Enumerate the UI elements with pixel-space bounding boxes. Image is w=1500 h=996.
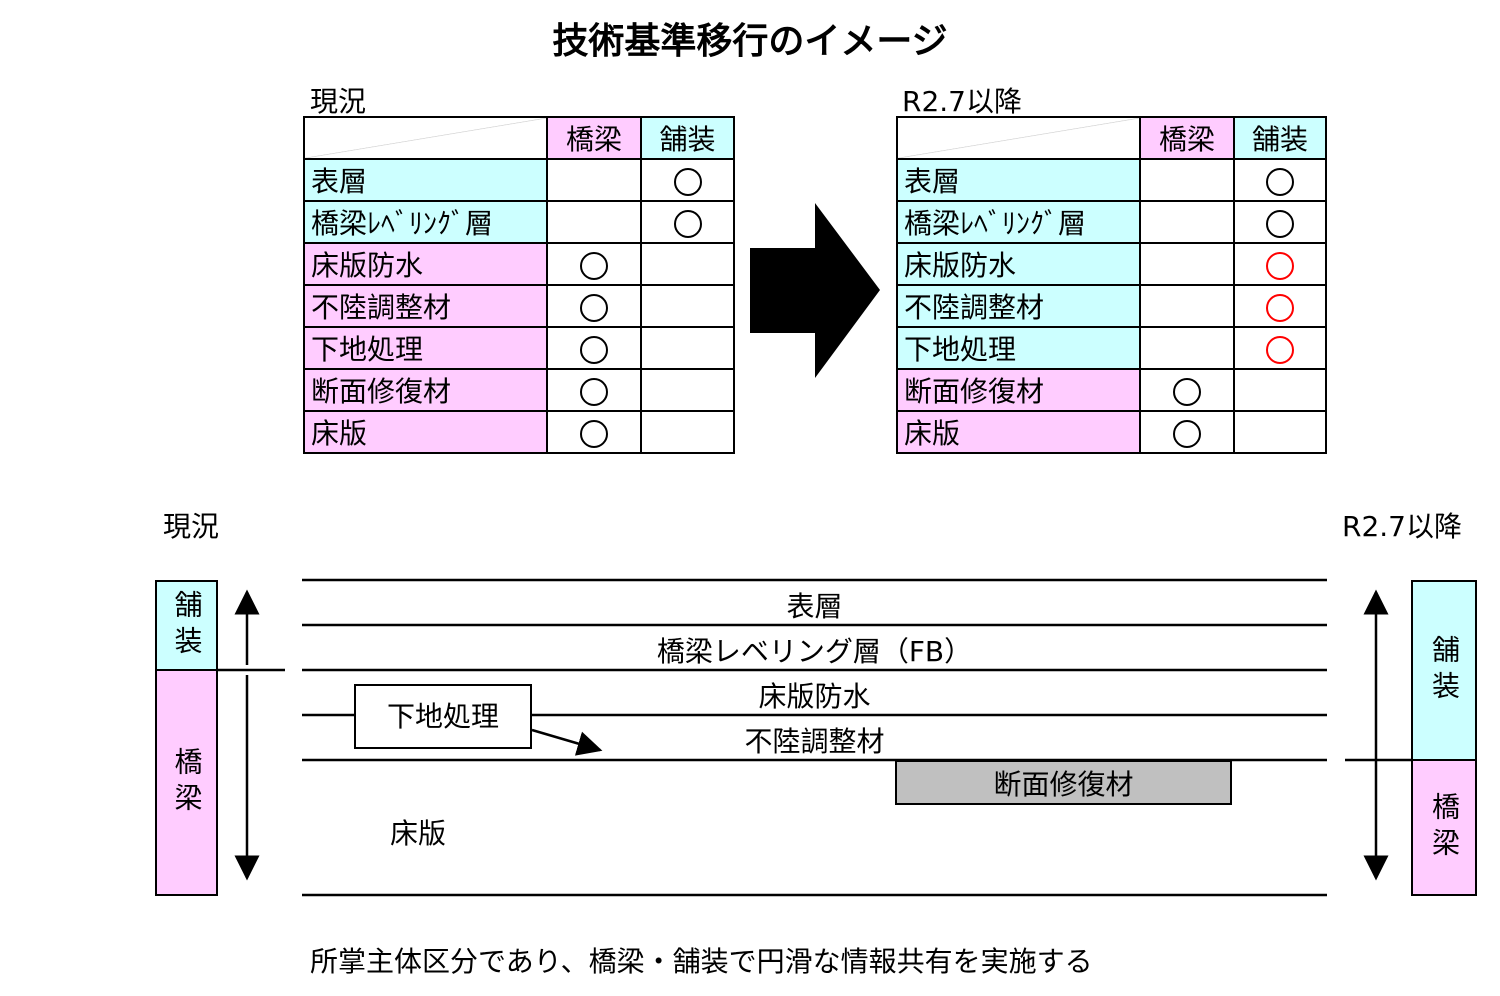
layer-waterproof: 床版防水 <box>758 680 871 713</box>
row-label: 床版防水 <box>303 242 548 286</box>
table-row: 床版 <box>896 410 1327 454</box>
bridge-cell <box>546 326 642 370</box>
bridge-cell <box>1139 410 1235 454</box>
bridge-cell <box>1139 200 1235 244</box>
paving-cell <box>1233 410 1327 454</box>
circle-mark-icon <box>1173 419 1201 448</box>
table-row: 断面修復材 <box>303 368 735 412</box>
circle-mark-icon <box>580 335 608 364</box>
table-row: 床版防水 <box>303 242 735 286</box>
row-label: 床版 <box>303 410 548 454</box>
section-right-caption: R2.7以降 <box>1342 510 1462 543</box>
header-paving: 舗装 <box>640 116 735 160</box>
paving-cell <box>640 200 735 244</box>
header-blank <box>303 116 548 160</box>
bridge-cell <box>546 242 642 286</box>
table-row: 橋梁ﾚﾍﾞﾘﾝｸﾞ層 <box>896 200 1327 244</box>
bridge-cell <box>546 200 642 244</box>
table-row: 下地処理 <box>303 326 735 370</box>
header-bridge: 橋梁 <box>546 116 642 160</box>
circle-mark-icon <box>1266 209 1294 238</box>
bridge-cell <box>546 284 642 328</box>
row-label: 床版防水 <box>896 242 1141 286</box>
new-circle-mark-icon <box>1266 335 1294 364</box>
section-left-caption: 現況 <box>163 510 220 543</box>
paving-cell <box>640 326 735 370</box>
table-row: 不陸調整材 <box>896 284 1327 328</box>
current-table: 橋梁舗装表層橋梁ﾚﾍﾞﾘﾝｸﾞ層床版防水不陸調整材下地処理断面修復材床版 <box>303 116 735 454</box>
row-label: 不陸調整材 <box>303 284 548 328</box>
paving-cell <box>1233 242 1327 286</box>
table-row: 表層 <box>303 158 735 202</box>
paving-cell <box>1233 326 1327 370</box>
paving-cell <box>1233 158 1327 202</box>
bridge-cell <box>546 368 642 412</box>
transition-arrow-icon <box>750 203 880 378</box>
paving-cell <box>640 158 735 202</box>
bridge-cell <box>1139 242 1235 286</box>
circle-mark-icon <box>673 167 702 196</box>
circle-mark-icon <box>1173 377 1201 406</box>
paving-cell <box>640 368 735 412</box>
paving-cell <box>1233 368 1327 412</box>
bridge-cell <box>1139 326 1235 370</box>
future-table: 橋梁舗装表層橋梁ﾚﾍﾞﾘﾝｸﾞ層床版防水不陸調整材下地処理断面修復材床版 <box>896 116 1327 454</box>
diagram-title: 技術基準移行のイメージ <box>552 21 948 62</box>
circle-mark-icon <box>1266 167 1294 196</box>
bridge-cell <box>546 158 642 202</box>
row-label: 下地処理 <box>896 326 1141 370</box>
table-row: 表層 <box>896 158 1327 202</box>
table-row: 断面修復材 <box>896 368 1327 412</box>
row-label: 下地処理 <box>303 326 548 370</box>
row-label: 橋梁ﾚﾍﾞﾘﾝｸﾞ層 <box>303 200 548 244</box>
circle-mark-icon <box>580 419 608 448</box>
future-table-caption: R2.7以降 <box>902 85 1022 118</box>
layer-surface: 表層 <box>786 590 843 623</box>
bridge-cell <box>1139 368 1235 412</box>
current-table-caption: 現況 <box>310 85 367 118</box>
table-row: 不陸調整材 <box>303 284 735 328</box>
circle-mark-icon <box>580 377 608 406</box>
circle-mark-icon <box>580 251 608 280</box>
bridge-cell <box>1139 158 1235 202</box>
table-row: 橋梁ﾚﾍﾞﾘﾝｸﾞ層 <box>303 200 735 244</box>
header-paving: 舗装 <box>1233 116 1327 160</box>
layer-repair-box: 断面修復材 <box>895 760 1232 805</box>
row-label: 断面修復材 <box>303 368 548 412</box>
footer-note: 所掌主体区分であり、橋梁・舗装で円滑な情報共有を実施する <box>310 945 1093 978</box>
row-label: 断面修復材 <box>896 368 1141 412</box>
layer-leveling: 橋梁レベリング層（FB） <box>656 635 973 668</box>
paving-cell <box>1233 284 1327 328</box>
table-row: 床版 <box>303 410 735 454</box>
header-bridge: 橋梁 <box>1139 116 1235 160</box>
left-paving-box: 舗装 <box>155 580 218 671</box>
paving-cell <box>1233 200 1327 244</box>
new-circle-mark-icon <box>1266 293 1294 322</box>
layer-deck: 床版 <box>390 817 447 850</box>
right-bridge-box: 橋梁 <box>1411 759 1477 896</box>
row-label: 橋梁ﾚﾍﾞﾘﾝｸﾞ層 <box>896 200 1141 244</box>
right-paving-box: 舗装 <box>1411 580 1477 761</box>
row-label: 床版 <box>896 410 1141 454</box>
table-row: 床版防水 <box>896 242 1327 286</box>
row-label: 表層 <box>896 158 1141 202</box>
left-bridge-box: 橋梁 <box>155 669 218 896</box>
table-row: 下地処理 <box>896 326 1327 370</box>
circle-mark-icon <box>673 209 702 238</box>
paving-cell <box>640 410 735 454</box>
paving-cell <box>640 242 735 286</box>
paving-cell <box>640 284 735 328</box>
row-label: 表層 <box>303 158 548 202</box>
circle-mark-icon <box>580 293 608 322</box>
new-circle-mark-icon <box>1266 251 1294 280</box>
layer-adjust: 不陸調整材 <box>744 725 885 758</box>
bridge-cell <box>1139 284 1235 328</box>
header-blank <box>896 116 1141 160</box>
substrate-callout: 下地処理 <box>354 684 532 749</box>
bridge-cell <box>546 410 642 454</box>
row-label: 不陸調整材 <box>896 284 1141 328</box>
